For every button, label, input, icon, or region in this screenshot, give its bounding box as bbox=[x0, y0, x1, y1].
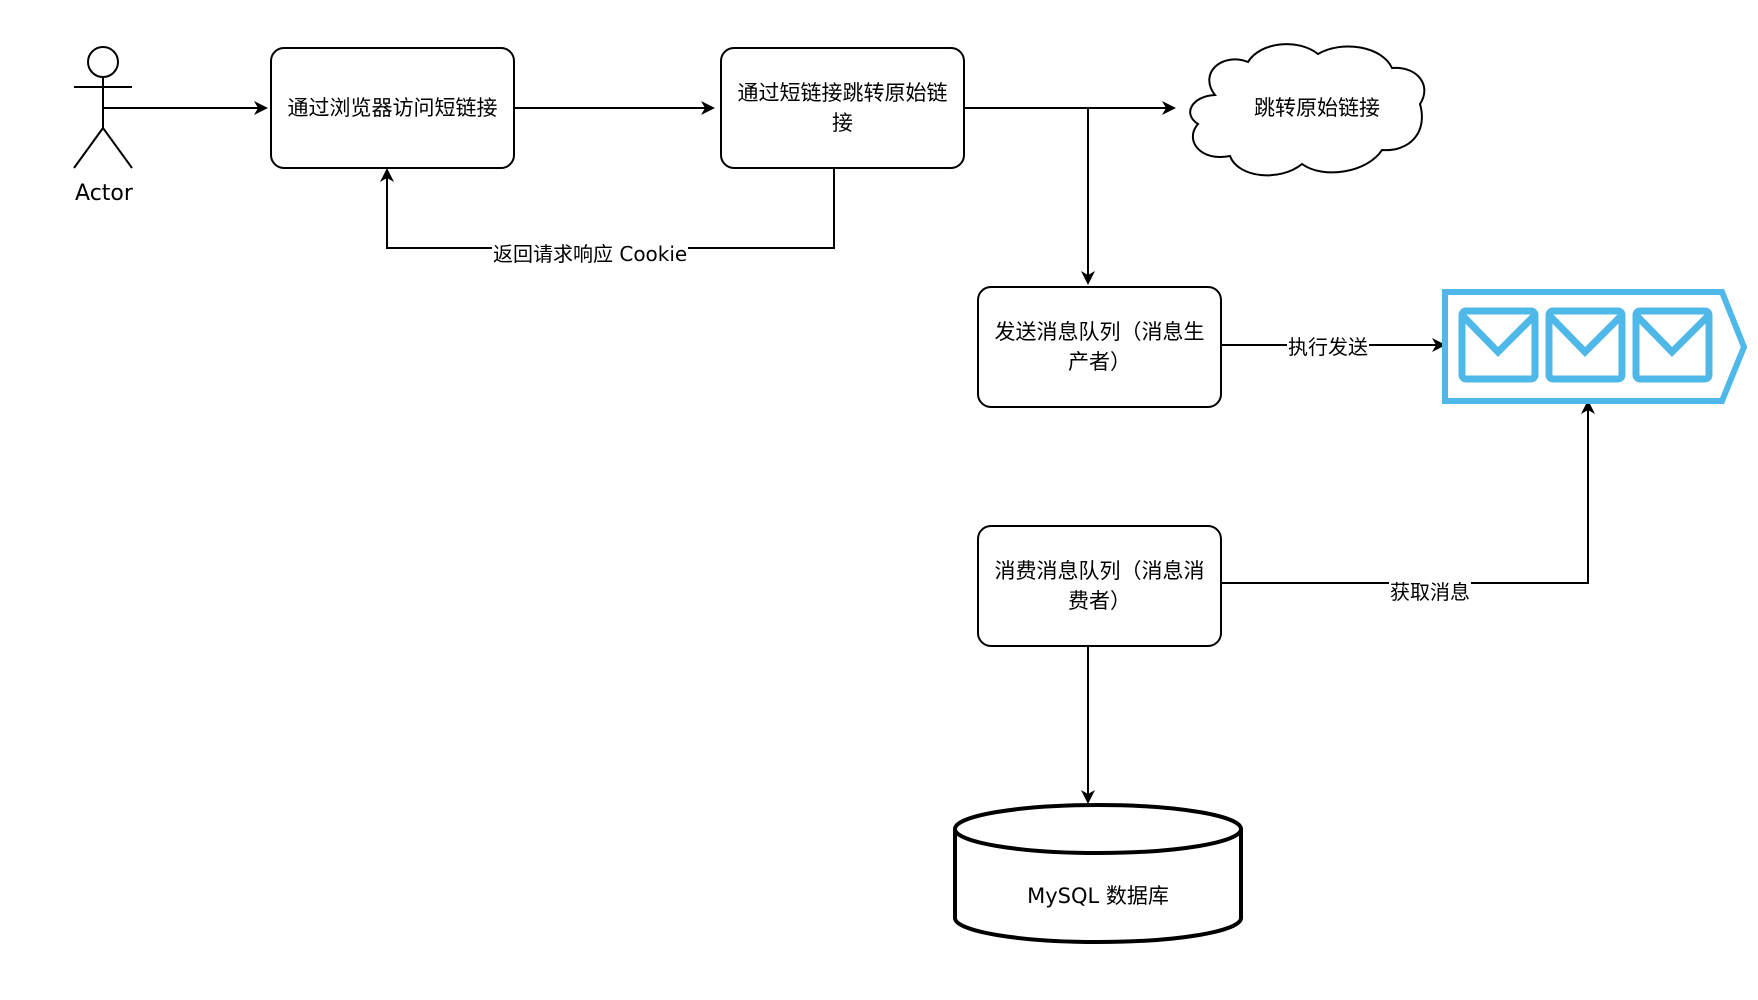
edge-label-fetch-message: 获取消息 bbox=[1389, 579, 1471, 605]
node-browser-visit-label: 通过浏览器访问短链接 bbox=[287, 96, 498, 120]
database-cylinder-icon bbox=[953, 803, 1243, 944]
node-consumer-label: 消费消息队列（消息消费者） bbox=[994, 559, 1205, 613]
edge-cookie-return bbox=[380, 168, 835, 249]
cloud-label: 跳转原始链接 bbox=[1254, 96, 1380, 120]
edge-label-execute-send: 执行发送 bbox=[1287, 334, 1369, 360]
actor-label: Actor bbox=[75, 181, 133, 206]
node-producer: 发送消息队列（消息生产者） bbox=[977, 286, 1222, 408]
node-consumer: 消费消息队列（消息消费者） bbox=[977, 525, 1222, 647]
node-redirect-label: 通过短链接跳转原始链接 bbox=[737, 81, 948, 135]
edge-label-cookie-return: 返回请求响应 Cookie bbox=[492, 241, 689, 267]
edge-consumer-to-queue bbox=[1207, 400, 1595, 584]
cloud-shape bbox=[1189, 43, 1426, 177]
node-browser-visit: 通过浏览器访问短链接 bbox=[270, 47, 515, 169]
actor-icon bbox=[73, 46, 133, 169]
message-queue-icon bbox=[1442, 289, 1748, 404]
node-producer-label: 发送消息队列（消息生产者） bbox=[994, 320, 1205, 374]
database-label: MySQL 数据库 bbox=[1027, 884, 1169, 908]
node-redirect: 通过短链接跳转原始链接 bbox=[720, 47, 965, 169]
